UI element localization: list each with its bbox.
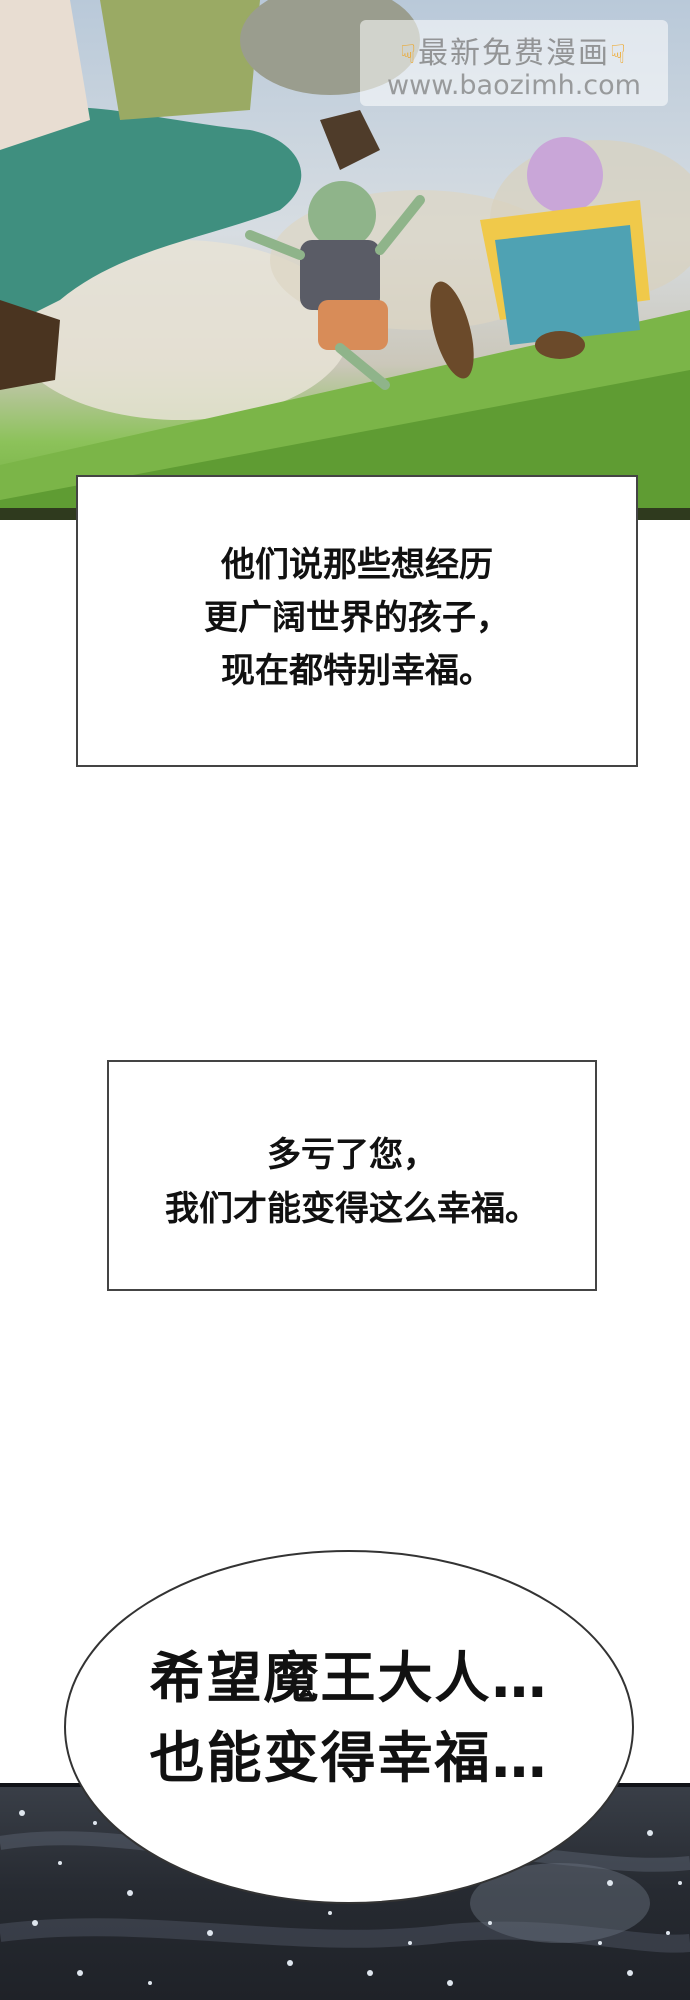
speech-line: 希望魔王大人… bbox=[149, 1646, 549, 1710]
narration-text-2: 多亏了您， 我们才能变得这么幸福。 bbox=[109, 1128, 595, 1236]
watermark-title: ☟最新免费漫画☟ bbox=[360, 28, 668, 72]
speech-bubble: 希望魔王大人… 也能变得幸福… bbox=[62, 1548, 636, 1906]
speech-line: 也能变得幸福… bbox=[149, 1726, 549, 1790]
speech-bubble-shape bbox=[64, 1550, 634, 1904]
pointing-down-hand-icon: ☟ bbox=[400, 40, 418, 70]
watermark-url: www.baozimh.com bbox=[387, 70, 641, 101]
speech-bubble-text: 希望魔王大人… 也能变得幸福… bbox=[62, 1638, 636, 1798]
illustration-panel-kids-running: ☟最新免费漫画☟ www.baozimh.com bbox=[0, 0, 690, 520]
pointing-down-hand-icon: ☟ bbox=[610, 40, 628, 70]
narration-text-1: 他们说那些想经历 更广阔世界的孩子， 现在都特别幸福。 bbox=[78, 539, 636, 698]
narration-line: 更广阔世界的孩子， bbox=[204, 598, 510, 638]
narration-line: 多亏了您， bbox=[267, 1135, 437, 1175]
narration-line: 他们说那些想经历 bbox=[221, 545, 493, 585]
narration-box-2: 多亏了您， 我们才能变得这么幸福。 bbox=[107, 1060, 597, 1291]
watermark-title-text: 最新免费漫画 bbox=[418, 36, 610, 71]
narration-box-1: 他们说那些想经历 更广阔世界的孩子， 现在都特别幸福。 bbox=[76, 475, 638, 767]
narration-line: 现在都特别幸福。 bbox=[221, 651, 493, 691]
narration-line: 我们才能变得这么幸福。 bbox=[165, 1189, 539, 1229]
watermark: ☟最新免费漫画☟ www.baozimh.com bbox=[360, 20, 668, 106]
